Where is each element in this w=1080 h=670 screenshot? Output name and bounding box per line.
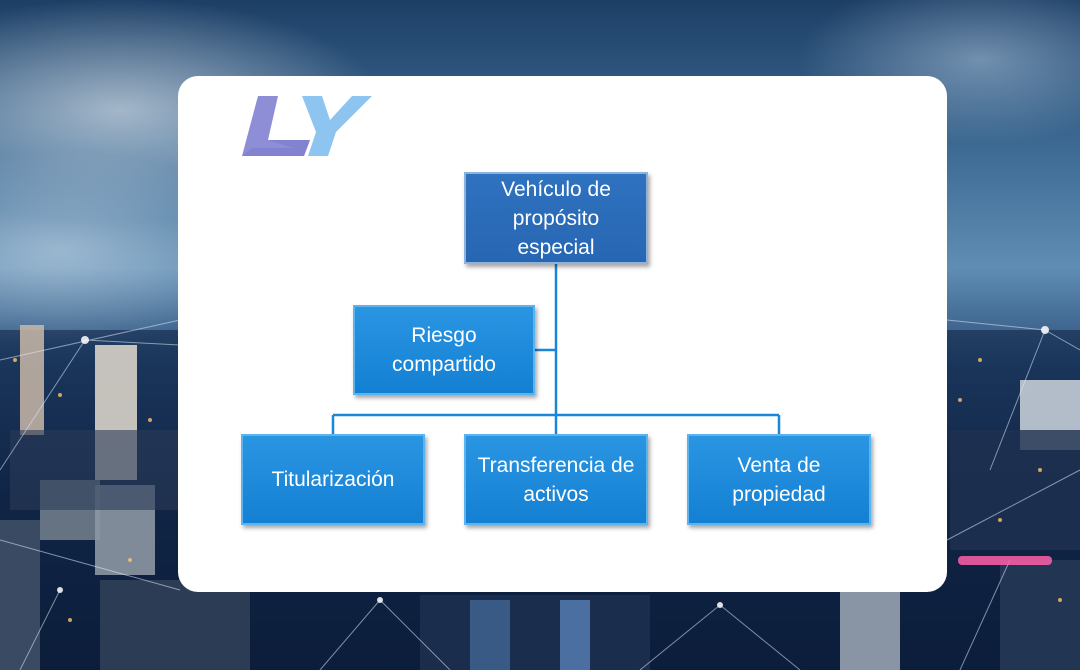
node-child-2: Transferencia de activos xyxy=(464,434,648,525)
node-child-1: Titularización xyxy=(241,434,425,525)
node-side: Riesgo compartido xyxy=(353,305,535,395)
ly-logo-icon xyxy=(238,94,374,160)
node-child-3: Venta de propiedad xyxy=(687,434,871,525)
node-root: Vehículo de propósito especial xyxy=(464,172,648,264)
